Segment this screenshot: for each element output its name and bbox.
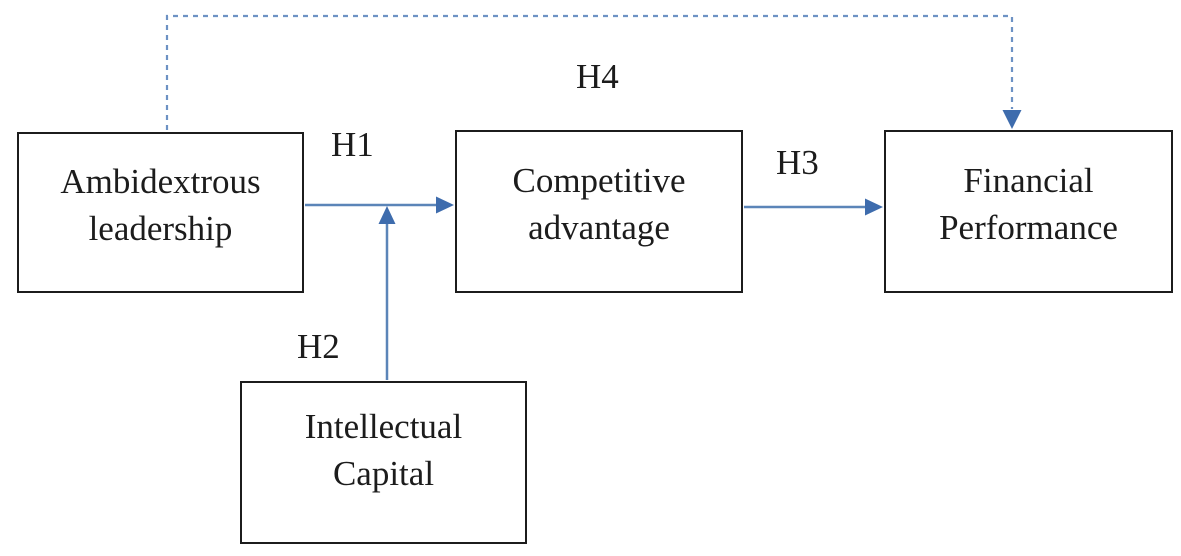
node-label-line: Performance <box>939 207 1118 247</box>
node-intellectual-capital: Intellectual Capital <box>240 381 527 544</box>
node-label-line: Intellectual <box>304 406 463 446</box>
node-financial-performance: Financial Performance <box>884 130 1173 293</box>
h2-arrowhead-icon <box>378 206 396 224</box>
node-ambidextrous-leadership: Ambidextrous leadership <box>17 132 304 293</box>
hypothesis-label-h3: H3 <box>776 143 819 182</box>
node-label-line: advantage <box>528 207 670 247</box>
h3-arrowhead-icon <box>865 198 883 216</box>
hypothesis-label-h1: H1 <box>331 125 374 164</box>
node-label-line: Capital <box>332 453 435 493</box>
hypothesis-label-h2: H2 <box>297 327 340 366</box>
node-label-line: Competitive <box>512 160 686 200</box>
node-label-line: leadership <box>88 208 233 248</box>
h1-arrowhead-icon <box>436 196 454 214</box>
node-competitive-advantage: Competitive advantage <box>455 130 743 293</box>
h4-arrowhead-icon <box>1002 110 1022 129</box>
hypothesis-label-h4: H4 <box>576 57 619 96</box>
node-label-line: Ambidextrous <box>60 161 261 201</box>
node-label-line: Financial <box>963 160 1094 200</box>
